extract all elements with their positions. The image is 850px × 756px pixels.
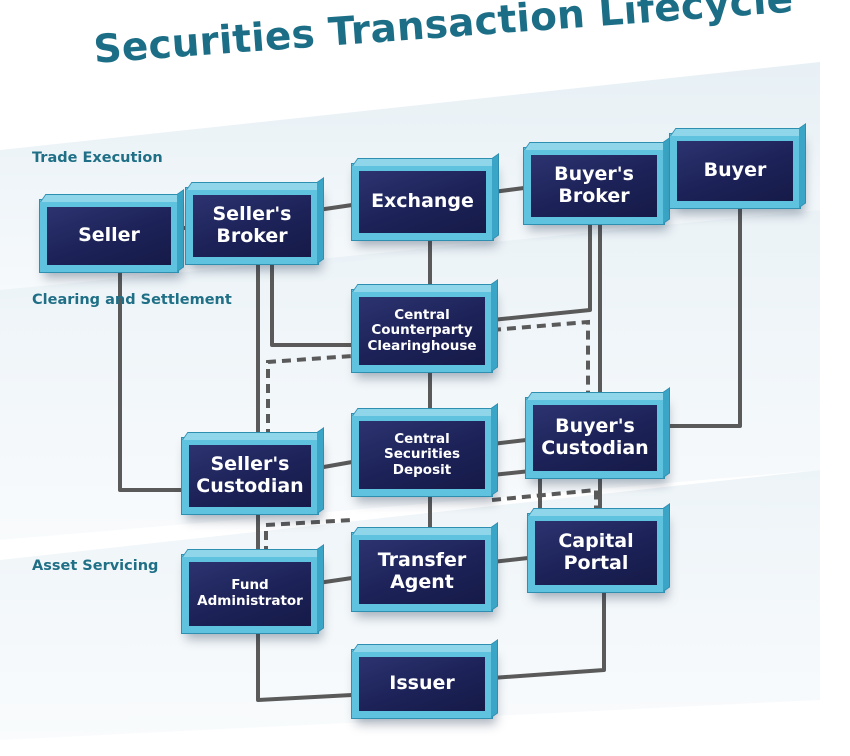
node-buyer[interactable]: Buyer xyxy=(670,134,800,208)
node-fund-administrator[interactable]: Fund Administrator xyxy=(182,555,318,633)
node-seller[interactable]: Seller xyxy=(40,200,178,272)
node-transfer-agent-label: Transfer Agent xyxy=(377,549,467,593)
dashed-ccp-sellers-custodian xyxy=(266,354,353,438)
dashed-csd-fund-admin xyxy=(264,518,353,555)
section-label-clearing-settlement: Clearing and Settlement xyxy=(32,292,232,308)
dashed-csd-capital-portal xyxy=(491,487,598,514)
dashed-ccp-buyers-custodian xyxy=(491,319,590,398)
section-label-trade-execution: Trade Execution xyxy=(32,150,163,166)
buyers-broker-to-ccp xyxy=(491,218,592,322)
sellers-broker-to-ccp xyxy=(270,262,352,347)
node-seller-label: Seller xyxy=(78,224,140,247)
node-exchange-label: Exchange xyxy=(371,190,474,213)
node-buyers-custodian-label: Buyer's Custodian xyxy=(541,415,649,459)
node-buyers-broker-label: Buyer's Broker xyxy=(554,163,634,207)
node-ccp[interactable]: Central Counterparty Clearinghouse xyxy=(352,290,492,372)
section-label-asset-servicing: Asset Servicing xyxy=(32,558,159,574)
node-sellers-broker[interactable]: Seller's Broker xyxy=(186,188,318,264)
node-capital-portal-label: Capital Portal xyxy=(558,530,634,574)
buyer-to-buyers-custodian xyxy=(664,206,742,428)
node-transfer-agent[interactable]: Transfer Agent xyxy=(352,533,492,611)
node-sellers-custodian[interactable]: Seller's Custodian xyxy=(182,438,318,514)
node-issuer[interactable]: Issuer xyxy=(352,650,492,718)
node-sellers-broker-label: Seller's Broker xyxy=(212,203,292,247)
transfer-agent-to-capital-portal xyxy=(491,556,529,564)
capital-portal-to-issuer xyxy=(491,588,606,680)
node-capital-portal[interactable]: Capital Portal xyxy=(528,514,664,592)
node-issuer-label: Issuer xyxy=(389,672,455,695)
node-fund-administrator-label: Fund Administrator xyxy=(197,577,303,609)
node-csd-label: Central Securities Deposit xyxy=(383,430,461,478)
node-sellers-custodian-label: Seller's Custodian xyxy=(196,453,304,497)
node-ccp-label: Central Counterparty Clearinghouse xyxy=(367,306,477,354)
node-buyer-label: Buyer xyxy=(703,159,767,182)
fund-admin-to-issuer xyxy=(256,632,353,702)
node-exchange[interactable]: Exchange xyxy=(352,164,493,240)
node-buyers-broker[interactable]: Buyer's Broker xyxy=(524,148,664,224)
seller-to-sellers-custodian xyxy=(118,272,182,492)
node-csd[interactable]: Central Securities Deposit xyxy=(352,414,492,496)
node-buyers-custodian[interactable]: Buyer's Custodian xyxy=(526,398,664,478)
